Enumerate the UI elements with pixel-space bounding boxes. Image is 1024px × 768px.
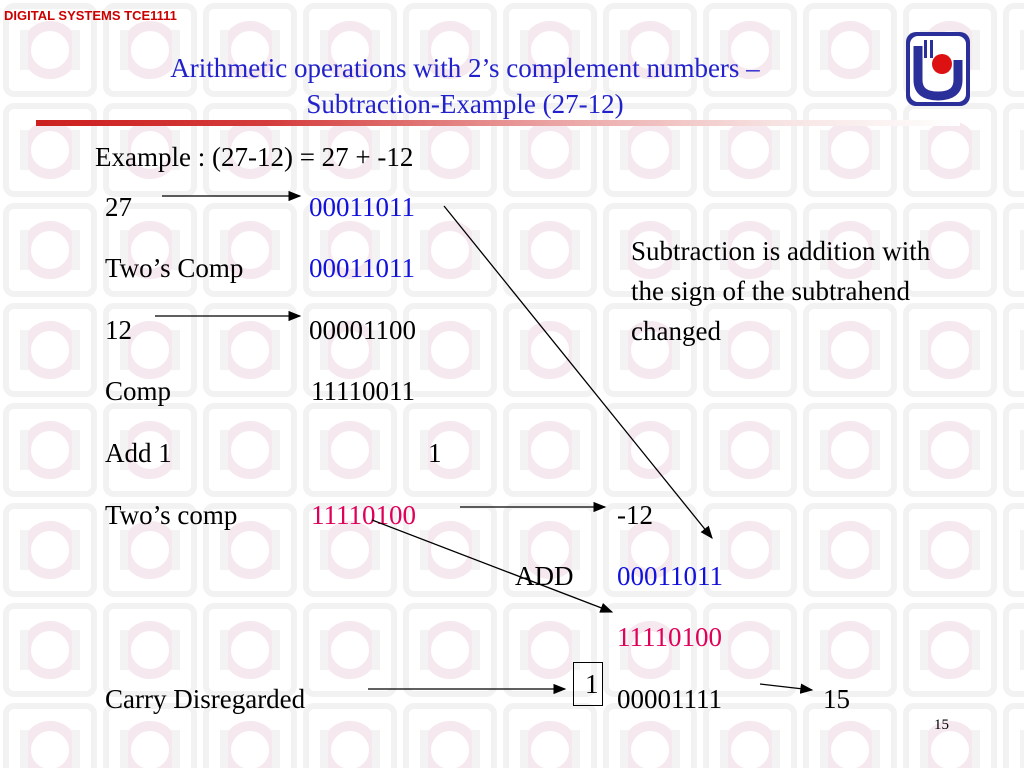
row-value-12-binary: 00001100 <box>309 315 416 345</box>
addend-2: 11110100 <box>617 622 722 652</box>
row-value-comp: 11110011 <box>311 376 415 406</box>
slide-title: Arithmetic operations with 2’s complemen… <box>40 50 890 122</box>
row-value-twos-comp-27: 00011011 <box>309 253 415 283</box>
add-label: ADD <box>515 561 574 591</box>
row-label-twos-comp-27: Two’s Comp <box>105 253 244 283</box>
course-code: DIGITAL SYSTEMS TCE1111 <box>4 8 177 23</box>
row-label-comp: Comp <box>105 376 172 406</box>
row-value-add-1: 1 <box>428 438 442 468</box>
carry-disregarded-label: Carry Disregarded <box>105 684 306 714</box>
decimal-result: 15 <box>823 684 850 714</box>
university-logo-icon <box>906 32 970 106</box>
row-value-27-binary: 00011011 <box>309 192 415 222</box>
explanation-note: Subtraction is addition with the sign of… <box>631 236 931 346</box>
row-label-add-1: Add 1 <box>105 438 172 468</box>
negative-12-label: -12 <box>617 500 653 530</box>
carry-bit-box: 1 <box>573 662 603 706</box>
row-value-twos-comp-12: 11110100 <box>311 500 416 530</box>
row-label-12: 12 <box>105 315 132 345</box>
sum-result: 00001111 <box>617 684 722 714</box>
title-line-1: Arithmetic operations with 2’s complemen… <box>170 53 760 83</box>
row-label-27: 27 <box>105 192 132 222</box>
title-line-2: Subtraction-Example (27-12) <box>306 89 624 119</box>
example-equation: Example : (27-12) = 27 + -12 <box>95 142 414 172</box>
row-label-twos-comp-12: Two’s comp <box>105 500 238 530</box>
addend-1: 00011011 <box>617 561 723 591</box>
title-underline <box>36 120 960 126</box>
page-number: 15 <box>934 717 949 733</box>
